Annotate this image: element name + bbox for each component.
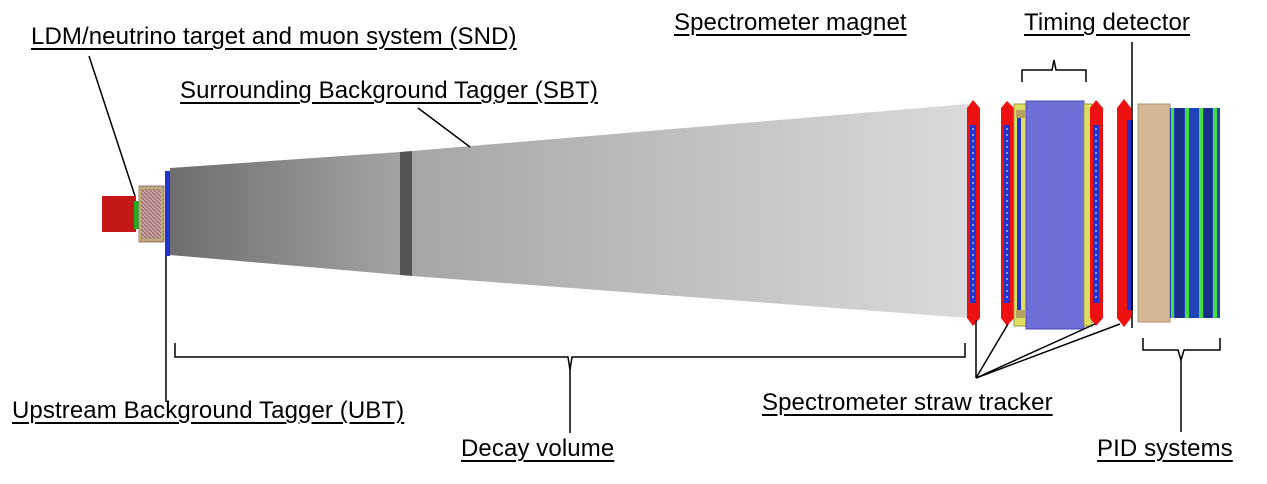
decay-volume-vessel	[170, 104, 968, 318]
straw-tracker-label: Spectrometer straw tracker	[762, 389, 1053, 416]
timing-detector	[1137, 103, 1171, 323]
snd-target-block	[102, 196, 136, 232]
sbt-leader-line	[417, 107, 471, 148]
snd-muon-system	[138, 185, 165, 243]
pid-systems-block	[1170, 108, 1220, 318]
decay-volume-rear-section	[412, 104, 968, 318]
decay-volume-front-section	[170, 152, 400, 275]
pid-systems-label: PID systems	[1097, 435, 1233, 462]
snd-label: LDM/neutrino target and muon system (SND…	[31, 23, 517, 50]
spectrometer-magnet	[1013, 100, 1093, 330]
timing-detector-label: Timing detector	[1024, 9, 1191, 36]
leader-lines	[88, 42, 1221, 433]
decay-volume-flange	[400, 151, 412, 276]
snd-leader-line	[88, 55, 136, 197]
ubt-detector	[165, 171, 170, 256]
decay-volume-label: Decay volume	[461, 435, 615, 462]
straw-station-4	[1117, 99, 1133, 327]
snd-target	[102, 185, 165, 243]
sbt-label: Surrounding Background Tagger (SBT)	[180, 77, 598, 104]
magnet-yoke	[1025, 100, 1085, 330]
pid-brace	[1142, 338, 1221, 363]
spectrometer-magnet-label: Spectrometer magnet	[674, 9, 907, 36]
straw-station-3	[1090, 100, 1103, 326]
straw-station-2	[1001, 101, 1014, 326]
decay-volume-brace	[174, 343, 966, 371]
snd-target-emulsion	[134, 201, 140, 229]
straw-leader-4	[975, 323, 1121, 379]
straw-leader-2	[975, 323, 1009, 379]
straw-leader-3	[975, 323, 1096, 379]
magnet-brace	[1021, 59, 1087, 82]
straw-station-1	[967, 100, 980, 326]
ubt-label: Upstream Background Tagger (UBT)	[12, 397, 405, 424]
